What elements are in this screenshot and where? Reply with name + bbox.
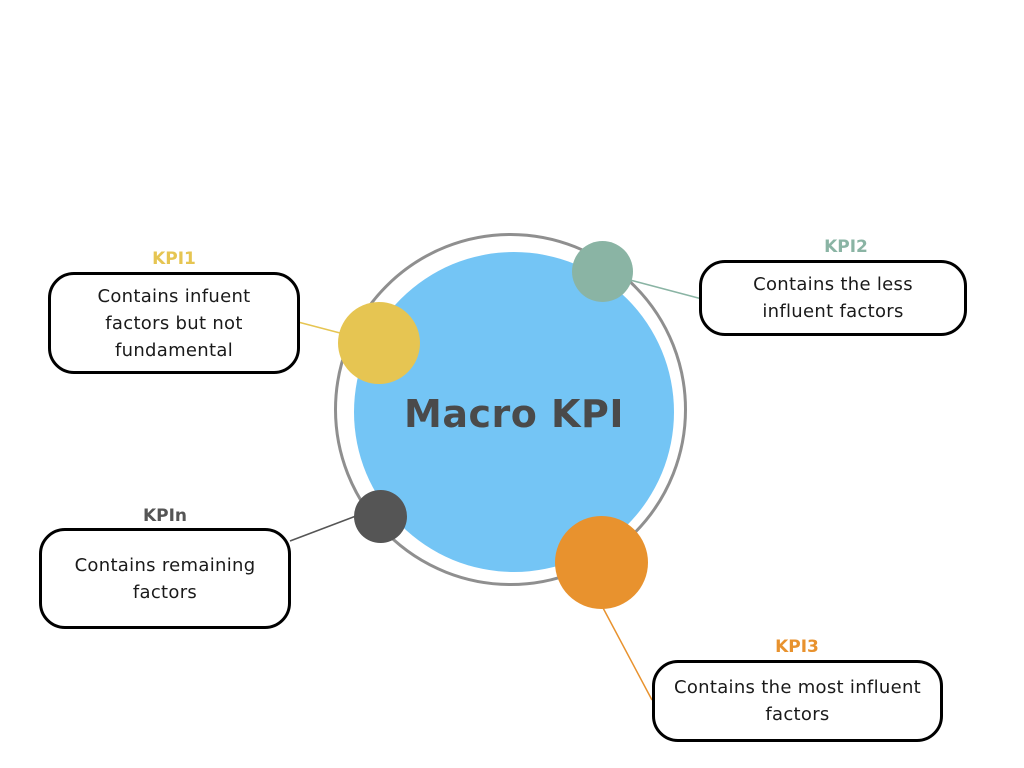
- kpi2-description: Contains the less influent factors: [753, 274, 913, 322]
- connector-kpi2: [629, 279, 703, 300]
- connector-kpi1: [297, 321, 341, 334]
- kpi2-label: KPI2: [824, 237, 868, 257]
- kpin-label: KPIn: [142, 506, 188, 526]
- kpi1-dot: [338, 302, 420, 384]
- kpi3-dot: [555, 516, 648, 609]
- kpin-description: Contains remaining factors: [74, 554, 256, 603]
- kpi3-label: KPI3: [775, 637, 819, 657]
- kpi1-description-box: Contains infuent factors but not fundame…: [48, 272, 300, 374]
- kpin-dot: [354, 490, 407, 543]
- connector-kpi3: [601, 605, 653, 701]
- kpi1-label: KPI1: [152, 249, 196, 269]
- kpi1-description: Contains infuent factors but not fundame…: [97, 285, 251, 361]
- kpi2-dot: [572, 241, 633, 302]
- kpi2-description-box: Contains the less influent factors: [699, 260, 967, 336]
- macro-kpi-title: Macro KPI: [404, 392, 624, 436]
- kpi3-description: Contains the most influent factors: [673, 677, 922, 725]
- kpi3-description-box: Contains the most influent factors: [652, 660, 943, 742]
- kpin-description-box: Contains remaining factors: [39, 528, 291, 629]
- macro-kpi-ring: [334, 233, 687, 586]
- connector-kpin: [289, 515, 357, 542]
